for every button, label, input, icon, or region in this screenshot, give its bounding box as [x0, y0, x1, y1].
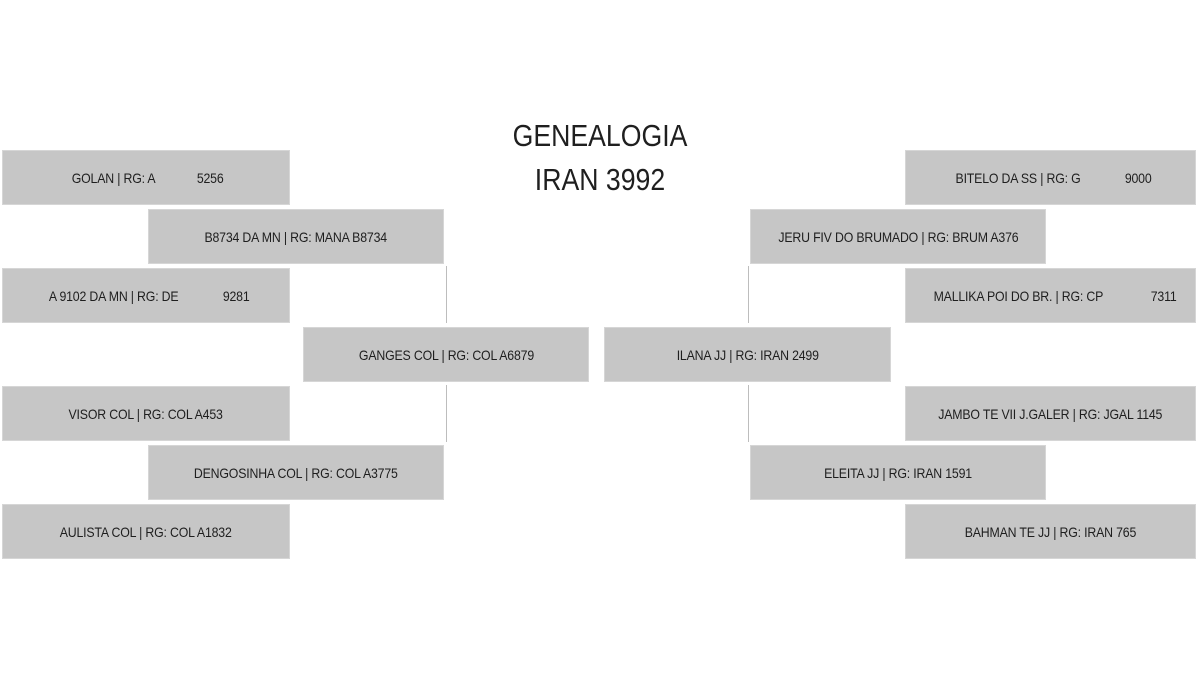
animal-label: A 9102 DA MN | RG: DE [49, 287, 179, 304]
pedigree-box-sire-dam-dam: AULISTA COL | RG: COL A1832 [2, 504, 290, 559]
animal-label: MALLIKA POI DO BR. | RG: CP [934, 287, 1104, 304]
pedigree-box-dam: ILANA JJ | RG: IRAN 2499 [604, 327, 891, 382]
pedigree-box-sire-dam-sire: VISOR COL | RG: COL A453 [2, 386, 290, 441]
title-line-2: IRAN 3992 [534, 162, 666, 197]
animal-label: ELEITA JJ | RG: IRAN 1591 [824, 464, 972, 481]
animal-label: ILANA JJ | RG: IRAN 2499 [676, 346, 819, 363]
page-title: GENEALOGIA IRAN 3992 [84, 114, 1116, 202]
pedigree-box-sire-sire: B8734 DA MN | RG: MANA B8734 [148, 209, 444, 264]
connector-right-lower [748, 385, 749, 442]
connector-right-upper [748, 266, 749, 323]
rg-number: 9281 [223, 287, 251, 304]
animal-label: DENGOSINHA COL | RG: COL A3775 [194, 464, 398, 481]
rg-number: 5256 [197, 169, 224, 186]
animal-label: B8734 DA MN | RG: MANA B8734 [204, 228, 388, 245]
connector-left-lower [446, 385, 447, 442]
animal-label: JAMBO TE VII J.GALER | RG: JGAL 1145 [938, 405, 1163, 422]
pedigree-box-dam-dam-dam: BAHMAN TE JJ | RG: IRAN 765 [905, 504, 1196, 559]
pedigree-box-dam-sire: JERU FIV DO BRUMADO | RG: BRUM A376 [750, 209, 1046, 264]
pedigree-box-dam-sire-dam: MALLIKA POI DO BR. | RG: CP 7311 [905, 268, 1196, 323]
animal-label: GOLAN | RG: A [71, 169, 156, 186]
animal-label: JERU FIV DO BRUMADO | RG: BRUM A376 [777, 228, 1019, 245]
pedigree-box-dam-sire-sire: BITELO DA SS | RG: G 9000 [905, 150, 1196, 205]
rg-number: 7311 [1150, 287, 1177, 304]
pedigree-box-sire-sire-dam: A 9102 DA MN | RG: DE 9281 [2, 268, 290, 323]
animal-label: BAHMAN TE JJ | RG: IRAN 765 [964, 523, 1137, 540]
animal-label: AULISTA COL | RG: COL A1832 [60, 523, 232, 540]
title-line-1: GENEALOGIA [512, 118, 688, 153]
pedigree-box-sire-sire-sire: GOLAN | RG: A 5256 [2, 150, 290, 205]
rg-number: 9000 [1125, 169, 1152, 186]
pedigree-box-sire-dam: DENGOSINHA COL | RG: COL A3775 [148, 445, 444, 500]
pedigree-box-dam-dam: ELEITA JJ | RG: IRAN 1591 [750, 445, 1046, 500]
pedigree-box-dam-dam-sire: JAMBO TE VII J.GALER | RG: JGAL 1145 [905, 386, 1196, 441]
animal-label: VISOR COL | RG: COL A453 [68, 405, 224, 422]
animal-label: GANGES COL | RG: COL A6879 [358, 346, 534, 363]
animal-label: BITELO DA SS | RG: G [955, 169, 1081, 186]
connector-left-upper [446, 266, 447, 323]
pedigree-box-sire: GANGES COL | RG: COL A6879 [303, 327, 589, 382]
